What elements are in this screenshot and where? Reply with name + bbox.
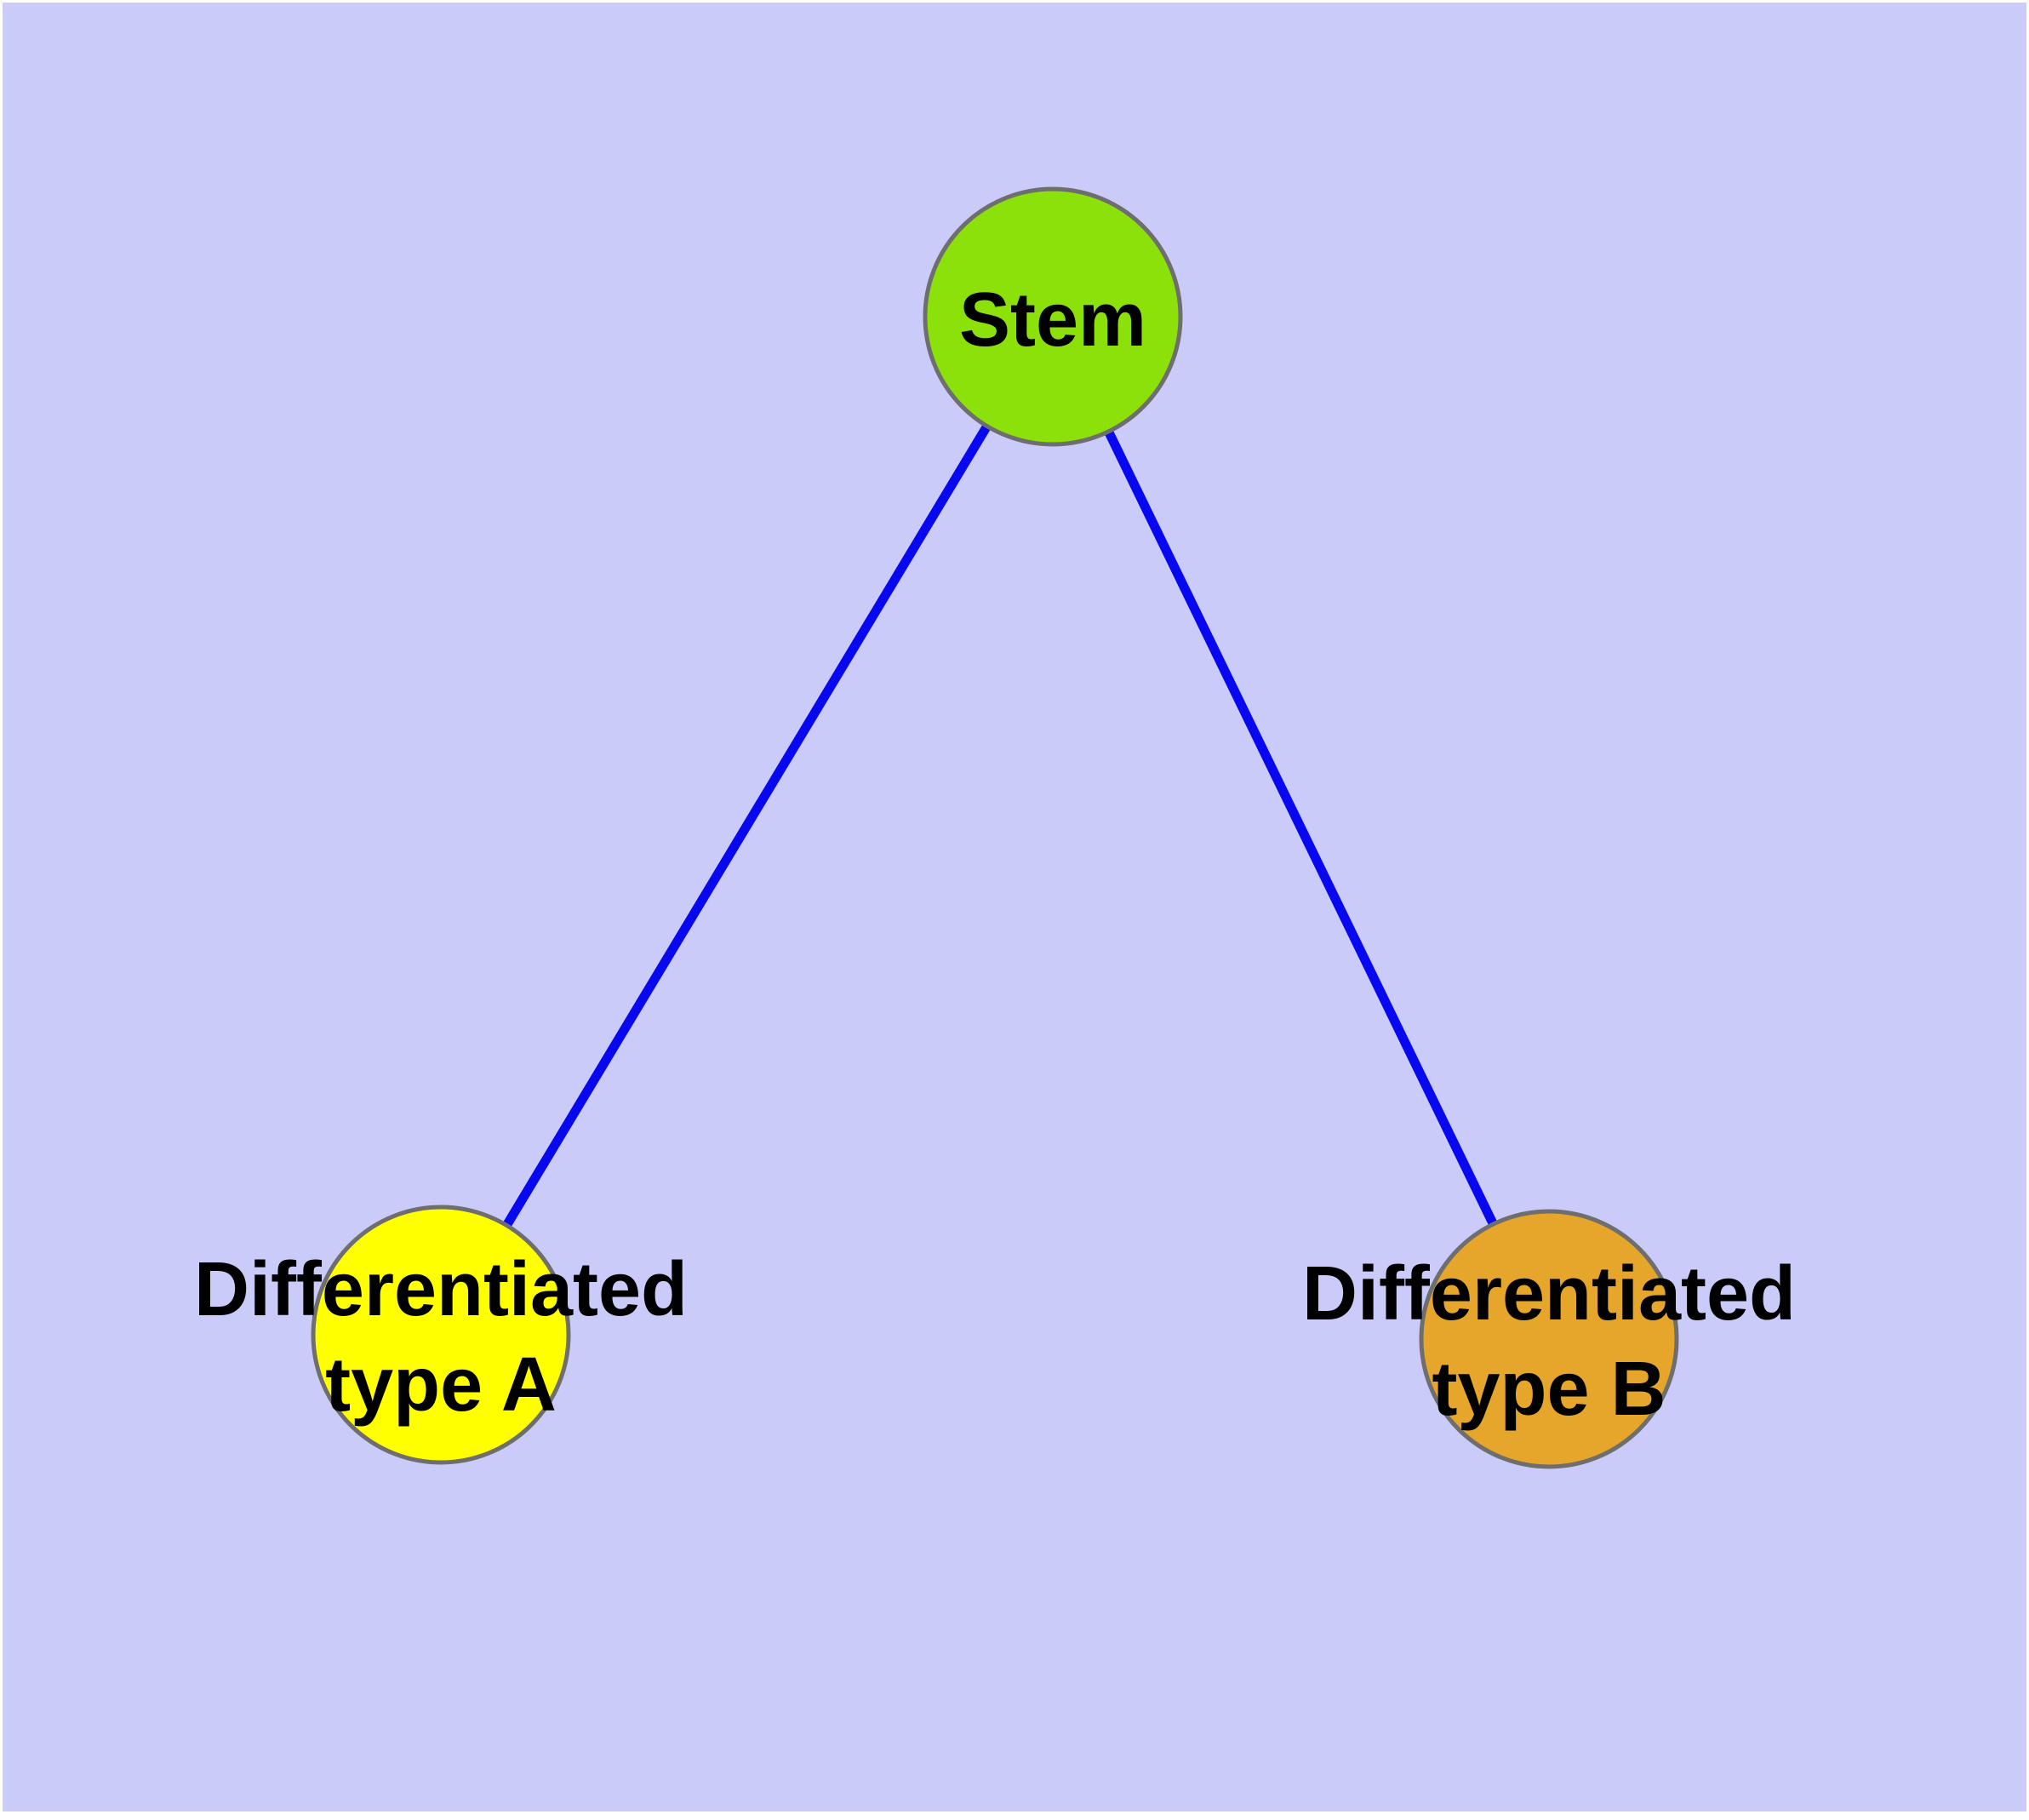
node-differentiated-type-b <box>1419 1209 1679 1469</box>
node-type-a-label-line1: Differentiated <box>194 1247 688 1332</box>
node-differentiated-type-a <box>311 1205 571 1465</box>
edge-stem-to-typeA <box>437 314 1057 1337</box>
node-stem <box>923 186 1183 447</box>
node-type-b-label-line1: Differentiated <box>1302 1251 1796 1336</box>
edge-stem-to-typeB <box>1049 314 1553 1342</box>
node-stem-label: Stem <box>959 278 1146 363</box>
node-type-b-label-line2: type B <box>1432 1347 1666 1432</box>
node-type-a-label-line2: type A <box>325 1342 557 1428</box>
